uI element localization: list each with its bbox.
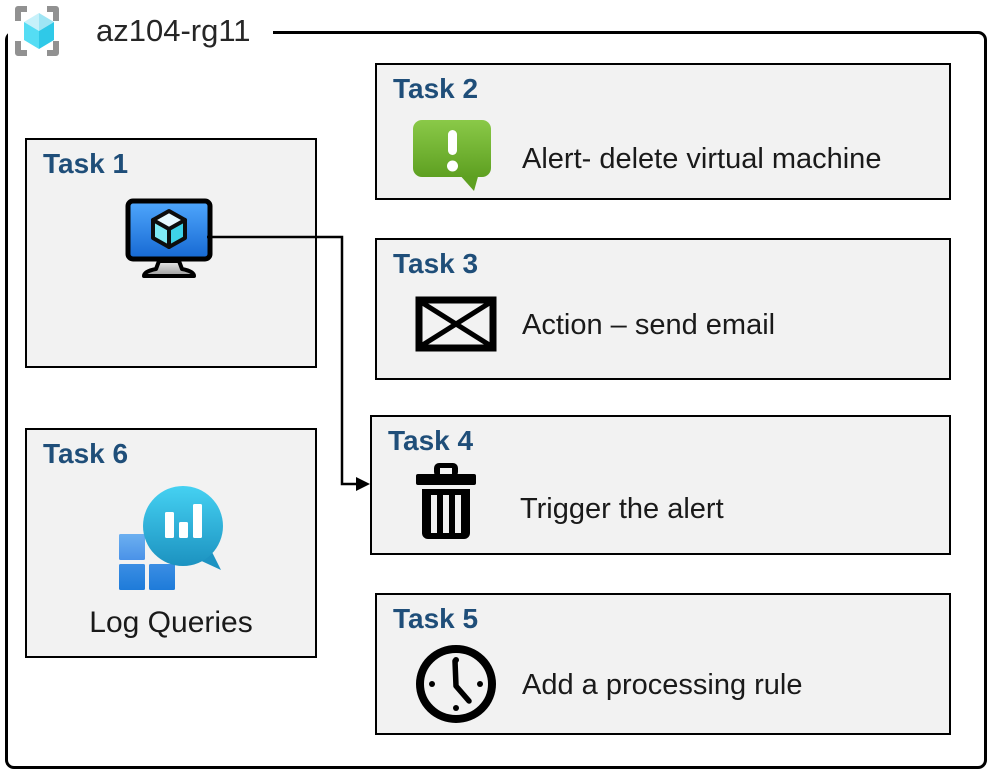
- resource-group-name: az104-rg11: [96, 13, 251, 48]
- task3-title: Task 3: [393, 248, 479, 279]
- task4-box: Task 4 Trigger the alert: [370, 415, 951, 555]
- log-analytics-icon: [119, 486, 223, 590]
- task6-title: Task 6: [43, 438, 129, 469]
- email-icon: [415, 296, 497, 352]
- task3-label: Action – send email: [522, 309, 776, 341]
- task5-label: Add a processing rule: [522, 669, 803, 701]
- task4-title: Task 4: [388, 425, 474, 456]
- task2-box: Task 2 Alert- delete virtual machine: [375, 63, 951, 200]
- task5-title: Task 5: [393, 603, 479, 634]
- task1-box: Task 1 az104-11-vm0: [25, 138, 317, 471]
- task5-box: Task 5 Add a processing rule: [375, 593, 951, 735]
- task6-label: Log Queries: [89, 606, 253, 639]
- resource-group-header: az104-rg11: [8, 3, 273, 59]
- task1-title: Task 1: [43, 148, 129, 179]
- clock-icon: [416, 645, 496, 723]
- virtual-machine-icon: [125, 198, 213, 278]
- task3-box: Task 3 Action – send email: [375, 238, 951, 380]
- task2-label: Alert- delete virtual machine: [522, 143, 882, 175]
- task4-label: Trigger the alert: [520, 493, 724, 525]
- resource-group-boundary: [5, 31, 987, 769]
- task2-title: Task 2: [393, 73, 479, 104]
- task6-box: Task 6 Log Queries: [25, 428, 317, 658]
- alert-icon: [413, 120, 491, 191]
- resource-group-icon: [15, 6, 59, 56]
- trash-icon: [416, 463, 476, 539]
